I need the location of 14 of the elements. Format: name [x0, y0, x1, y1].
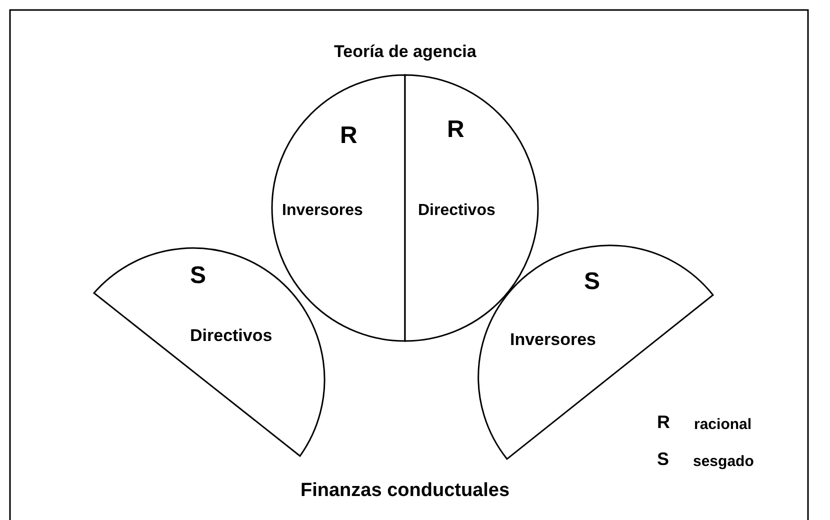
legend-letter: R [657, 412, 670, 433]
letter-label: R [340, 122, 358, 150]
group-label: Directivos [190, 326, 272, 346]
legend-text: racional [694, 416, 752, 433]
letter-label: S [584, 268, 600, 296]
group-label: Directivos [418, 202, 496, 220]
title: Teoría de agencia [334, 42, 476, 62]
group-label: Inversores [510, 330, 596, 350]
caption: Finanzas conductuales [300, 480, 510, 502]
group-label: Inversores [282, 202, 363, 220]
letter-label: R [447, 116, 464, 144]
legend-text: sesgado [693, 453, 754, 470]
letter-label: S [190, 262, 206, 290]
legend-letter: S [657, 449, 670, 470]
